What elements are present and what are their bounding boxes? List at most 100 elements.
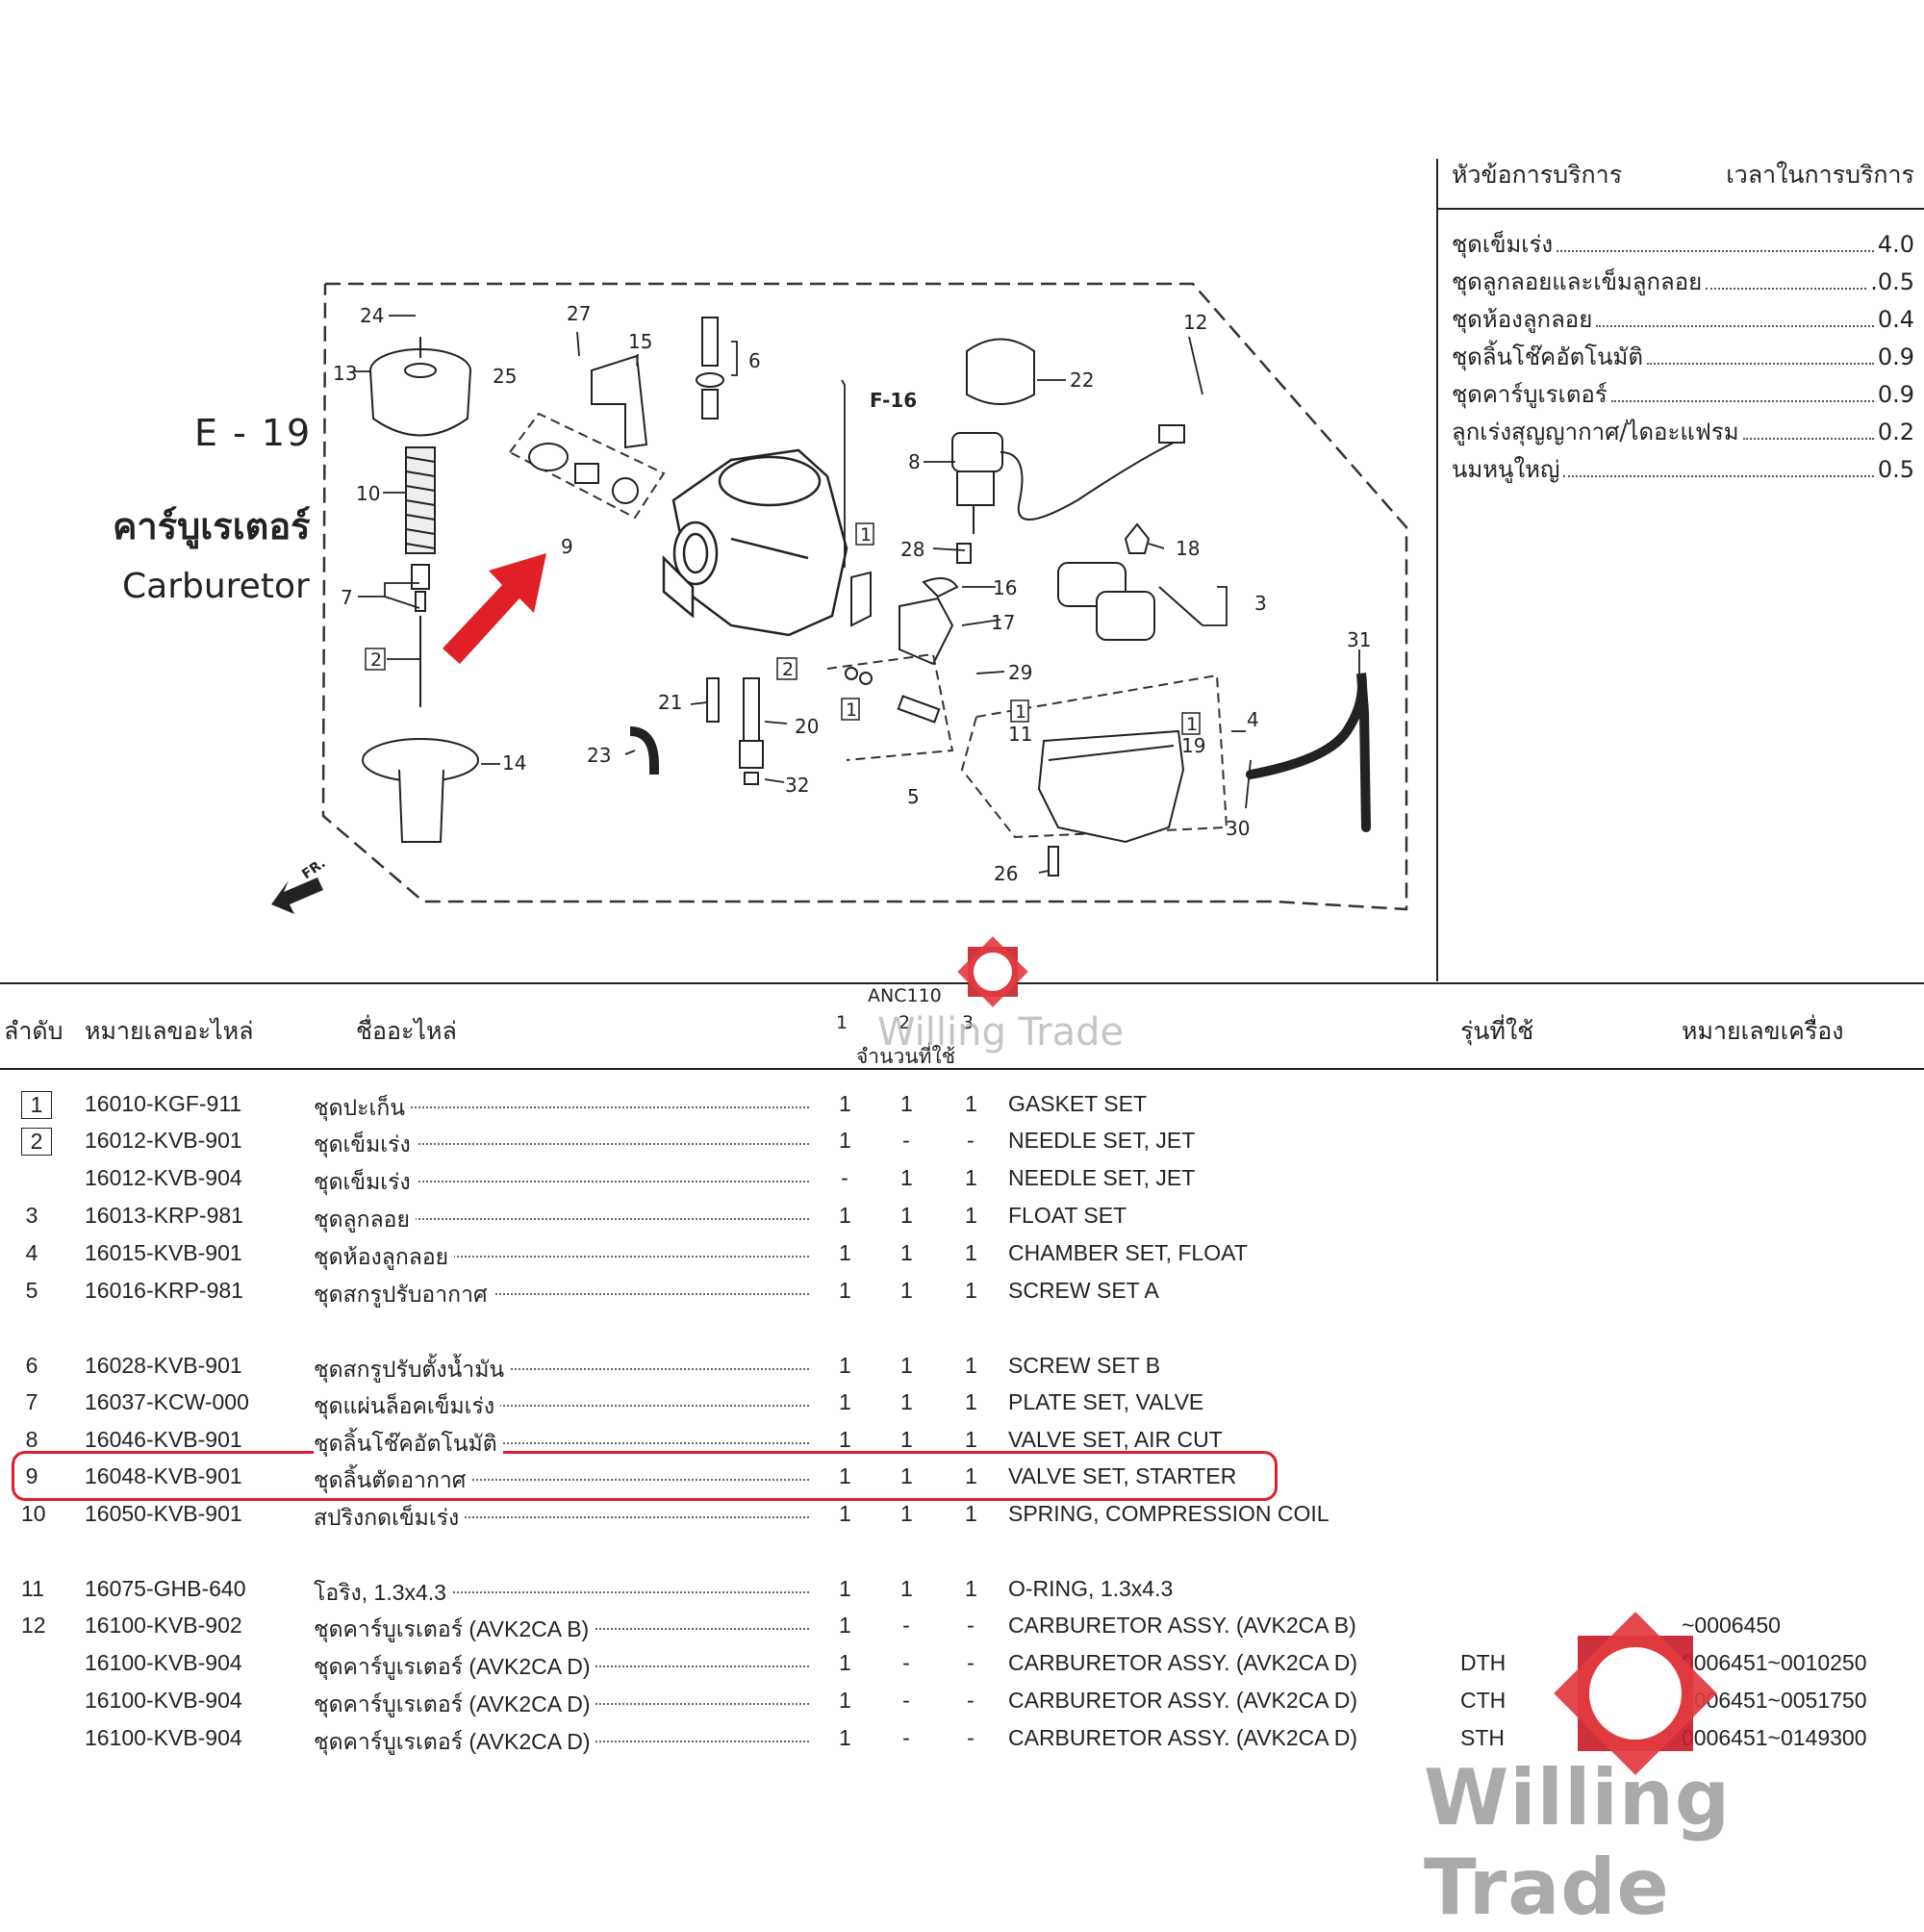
row-part-number: 16028-KVB-901 bbox=[85, 1353, 242, 1378]
row-part-number: 16012-KVB-904 bbox=[85, 1165, 242, 1190]
watermark-logo-small bbox=[957, 936, 1028, 1007]
row-name-thai: ชุดสกรูปรับตั้งน้ำมัน bbox=[314, 1353, 511, 1387]
row-name-english: CARBURETOR ASSY. (AVK2CA B) bbox=[1008, 1613, 1356, 1638]
row-name-thai: โอริง, 1.3x4.3 bbox=[314, 1576, 452, 1611]
part-9-starter-valve bbox=[528, 443, 639, 504]
svg-text:18: 18 bbox=[1176, 537, 1200, 560]
row-qty-2: - bbox=[902, 1128, 910, 1153]
row-ref-number: 9 bbox=[25, 1463, 38, 1488]
row-qty-1: 1 bbox=[839, 1128, 851, 1153]
row-qty-1: 1 bbox=[839, 1427, 851, 1452]
assembly-boundary bbox=[321, 282, 1408, 911]
part-26-screw bbox=[1048, 846, 1059, 877]
parts-20-21-32-23 bbox=[629, 677, 764, 785]
row-name-thai: ชุดคาร์บูเรเตอร์ (AVK2CA D) bbox=[314, 1688, 596, 1722]
svg-text:12: 12 bbox=[1183, 311, 1207, 334]
svg-text:F-16: F-16 bbox=[870, 389, 917, 412]
row-part-number: 16100-KVB-904 bbox=[85, 1725, 242, 1750]
svg-text:9: 9 bbox=[561, 535, 573, 558]
row-qty-3: 1 bbox=[965, 1353, 977, 1378]
col-header-part-number: หมายเลขอะไหล่ bbox=[85, 1017, 254, 1045]
row-name-english: PLATE SET, VALVE bbox=[1008, 1389, 1204, 1414]
service-item-time: 4.0 bbox=[1877, 231, 1914, 258]
svg-text:1: 1 bbox=[860, 524, 872, 546]
row-qty-1: 1 bbox=[839, 1613, 851, 1638]
part-15-bracket bbox=[591, 354, 648, 449]
part-17-body bbox=[899, 543, 972, 666]
service-time-row: นมหนูใหญ่0.5 bbox=[1438, 450, 1924, 488]
row-ref-number: 8 bbox=[25, 1427, 38, 1452]
row-part-number: 16012-KVB-901 bbox=[85, 1128, 242, 1153]
part-6-screw bbox=[696, 317, 724, 419]
row-part-number: 16100-KVB-904 bbox=[85, 1688, 242, 1713]
row-qty-1: 1 bbox=[839, 1240, 851, 1265]
svg-text:1: 1 bbox=[1186, 714, 1198, 735]
qty-header: จำนวนที่ใช้ bbox=[856, 1045, 955, 1068]
row-qty-2: 1 bbox=[900, 1389, 913, 1414]
row-ref-number: 12 bbox=[21, 1613, 46, 1638]
row-qty-3: 1 bbox=[965, 1203, 977, 1228]
service-item-name: ชุดห้องลูกลอย bbox=[1452, 306, 1593, 333]
svg-text:28: 28 bbox=[900, 538, 924, 561]
service-time-row: ชุดลิ้นโช๊คอัตโนมัติ0.9 bbox=[1438, 338, 1924, 375]
section-title-thai: คาร์บูเรเตอร์ bbox=[113, 505, 311, 547]
row-qty-3: 1 bbox=[965, 1427, 977, 1452]
row-ref-number: 11 bbox=[21, 1576, 44, 1601]
row-qty-1: 1 bbox=[839, 1353, 851, 1378]
row-name-thai: สปริงกดเข็มเร่ง bbox=[314, 1501, 466, 1536]
svg-text:30: 30 bbox=[1226, 817, 1250, 840]
svg-text:1: 1 bbox=[846, 699, 857, 721]
front-arrow bbox=[271, 877, 323, 914]
part-1-gasket bbox=[850, 571, 872, 627]
row-ref-number: 5 bbox=[25, 1278, 38, 1303]
row-part-number: 16015-KVB-901 bbox=[85, 1240, 242, 1265]
row-name-thai: ชุดปะเก็น bbox=[314, 1091, 412, 1126]
service-time-row: ชุดคาร์บูเรเตอร์0.9 bbox=[1438, 375, 1924, 413]
row-name-english: SCREW SET A bbox=[1008, 1278, 1159, 1303]
row-ref-number: 3 bbox=[25, 1203, 38, 1228]
svg-text:19: 19 bbox=[1181, 734, 1205, 757]
row-qty-2: 1 bbox=[900, 1427, 913, 1452]
row-qty-3: - bbox=[967, 1613, 975, 1638]
row-part-number: 16048-KVB-901 bbox=[85, 1463, 242, 1488]
row-qty-1: 1 bbox=[839, 1501, 851, 1526]
service-item-name: ชุดลิ้นโช๊คอัตโนมัติ bbox=[1452, 343, 1643, 370]
service-item-time: .0.5 bbox=[1870, 268, 1914, 295]
service-item-time: 0.9 bbox=[1877, 381, 1914, 408]
highlight-arrow bbox=[443, 553, 546, 664]
row-ref-number: 6 bbox=[25, 1353, 38, 1378]
svg-text:15: 15 bbox=[628, 330, 652, 353]
row-name-english: CARBURETOR ASSY. (AVK2CA D) bbox=[1008, 1725, 1358, 1750]
row-qty-3: 1 bbox=[965, 1501, 977, 1526]
row-frame-number: ~0006450 bbox=[1682, 1613, 1781, 1638]
row-part-number: 16010-KGF-911 bbox=[85, 1091, 242, 1116]
service-item-name: ลูกเร่งสุญญากาศ/ไดอะแฟรม bbox=[1452, 419, 1739, 445]
row-qty-3: 1 bbox=[965, 1165, 977, 1190]
row-qty-2: 1 bbox=[900, 1463, 913, 1488]
svg-text:21: 21 bbox=[658, 691, 682, 714]
watermark-text-large: Willing Trade bbox=[1424, 1753, 1732, 1932]
service-time-header: เวลาในการบริการ bbox=[1726, 161, 1914, 189]
svg-text:20: 20 bbox=[795, 715, 819, 738]
row-qty-1: 1 bbox=[839, 1278, 851, 1303]
svg-text:26: 26 bbox=[994, 862, 1018, 885]
svg-text:2: 2 bbox=[370, 649, 382, 671]
row-part-number: 16075-GHB-640 bbox=[85, 1576, 246, 1601]
row-name-thai: ชุดลิ้นโช๊คอัตโนมัติ bbox=[314, 1427, 503, 1462]
row-qty-3: 1 bbox=[965, 1463, 977, 1488]
row-name-english: GASKET SET bbox=[1008, 1091, 1148, 1116]
svg-text:10: 10 bbox=[356, 482, 380, 505]
row-qty-2: 1 bbox=[900, 1165, 913, 1190]
row-qty-3: - bbox=[967, 1650, 975, 1675]
row-qty-3: 1 bbox=[965, 1091, 977, 1116]
watermark-text-small: Willing Trade bbox=[877, 1010, 1125, 1055]
col-header-model: รุ่นที่ใช้ bbox=[1460, 1017, 1534, 1045]
carburetor-body bbox=[662, 448, 848, 637]
